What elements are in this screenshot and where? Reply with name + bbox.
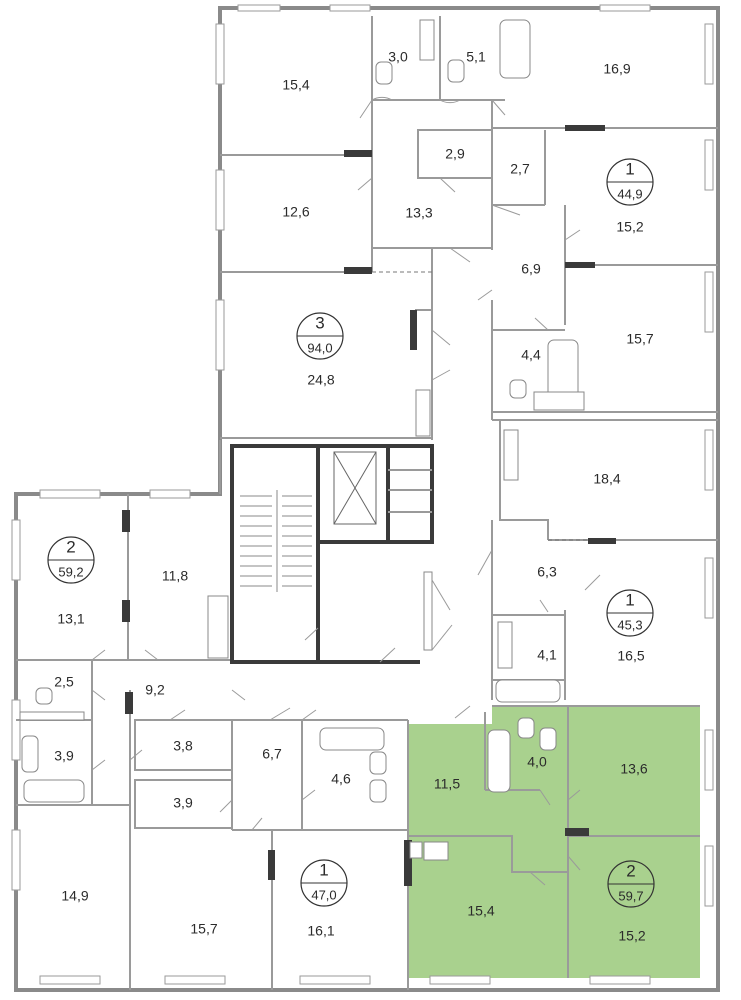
apartment-total-area: 94,0	[307, 340, 332, 355]
room-area-label: 13,3	[405, 205, 432, 221]
apartment-badge[interactable]: 1 44,9	[606, 158, 654, 206]
apartment-badge[interactable]: 2 59,2	[47, 536, 95, 584]
room-area-label: 16,5	[617, 648, 644, 664]
selected-apartment-highlight[interactable]	[408, 706, 700, 978]
room-area-label: 3,8	[173, 738, 193, 754]
apartment-room-count: 1	[625, 159, 634, 178]
room-area-label: 4,0	[527, 754, 547, 770]
room-area-label: 3,9	[173, 795, 193, 811]
room-area-label: 6,9	[521, 261, 541, 277]
apartment-room-count: 2	[66, 537, 75, 556]
apartment-room-count: 1	[625, 590, 634, 609]
wall-pillars	[122, 125, 616, 886]
apartment-total-area: 59,2	[58, 564, 83, 579]
room-area-label: 15,7	[190, 921, 217, 937]
room-area-label: 3,0	[388, 49, 408, 65]
apartment-total-area: 47,0	[311, 887, 336, 902]
room-area-label: 4,4	[521, 347, 541, 363]
room-area-label: 15,7	[626, 331, 653, 347]
apartment-badge[interactable]: 1 45,3	[606, 589, 654, 637]
room-area-label: 16,1	[307, 923, 334, 939]
apartment-room-count: 3	[315, 313, 324, 332]
apartment-badges: 1 44,9 3 94,0 2 59,2 1 45,3 1 47,0	[47, 158, 655, 908]
room-area-label: 2,5	[54, 674, 74, 690]
room-area-label: 11,8	[162, 568, 188, 584]
room-area-label: 9,2	[145, 682, 165, 698]
apartment-badge[interactable]: 3 94,0	[296, 312, 344, 360]
windows	[11, 4, 714, 985]
doors	[91, 96, 601, 886]
room-area-label: 15,2	[618, 928, 645, 944]
apartment-total-area: 59,7	[618, 888, 643, 903]
room-area-label: 11,5	[434, 776, 460, 792]
room-area-label: 12,6	[282, 204, 309, 220]
room-area-label: 16,9	[603, 61, 630, 77]
room-area-label: 24,8	[307, 372, 334, 388]
room-area-label: 14,9	[61, 888, 88, 904]
room-area-label: 13,1	[57, 611, 84, 627]
stair-elevator-core	[230, 444, 434, 664]
room-area-label: 6,3	[537, 564, 557, 580]
room-area-label: 18,4	[593, 471, 620, 487]
room-area-label: 4,6	[331, 771, 351, 787]
apartment-room-count: 1	[319, 860, 328, 879]
room-labels: 15,4 3,0 5,1 16,9 2,9 2,7 12,6 13,3 15,2…	[54, 49, 654, 944]
plumbing-fixtures	[19, 19, 585, 861]
room-area-label: 13,6	[620, 761, 647, 777]
room-area-label: 15,2	[616, 219, 643, 235]
apartment-room-count: 2	[626, 861, 635, 880]
interior-walls	[16, 16, 718, 990]
apartment-total-area: 44,9	[617, 186, 642, 201]
apartment-badge[interactable]: 1 47,0	[300, 859, 348, 907]
room-area-label: 2,9	[445, 146, 465, 162]
room-area-label: 6,7	[262, 746, 282, 762]
room-area-label: 15,4	[467, 903, 494, 919]
room-area-label: 3,9	[54, 748, 74, 764]
room-area-label: 5,1	[466, 49, 486, 65]
room-area-label: 2,7	[510, 161, 530, 177]
room-area-label: 4,1	[537, 647, 557, 663]
room-area-label: 15,4	[282, 77, 309, 93]
apartment-badge-selected[interactable]: 2 59,7	[607, 860, 655, 908]
apartment-total-area: 45,3	[617, 617, 642, 632]
